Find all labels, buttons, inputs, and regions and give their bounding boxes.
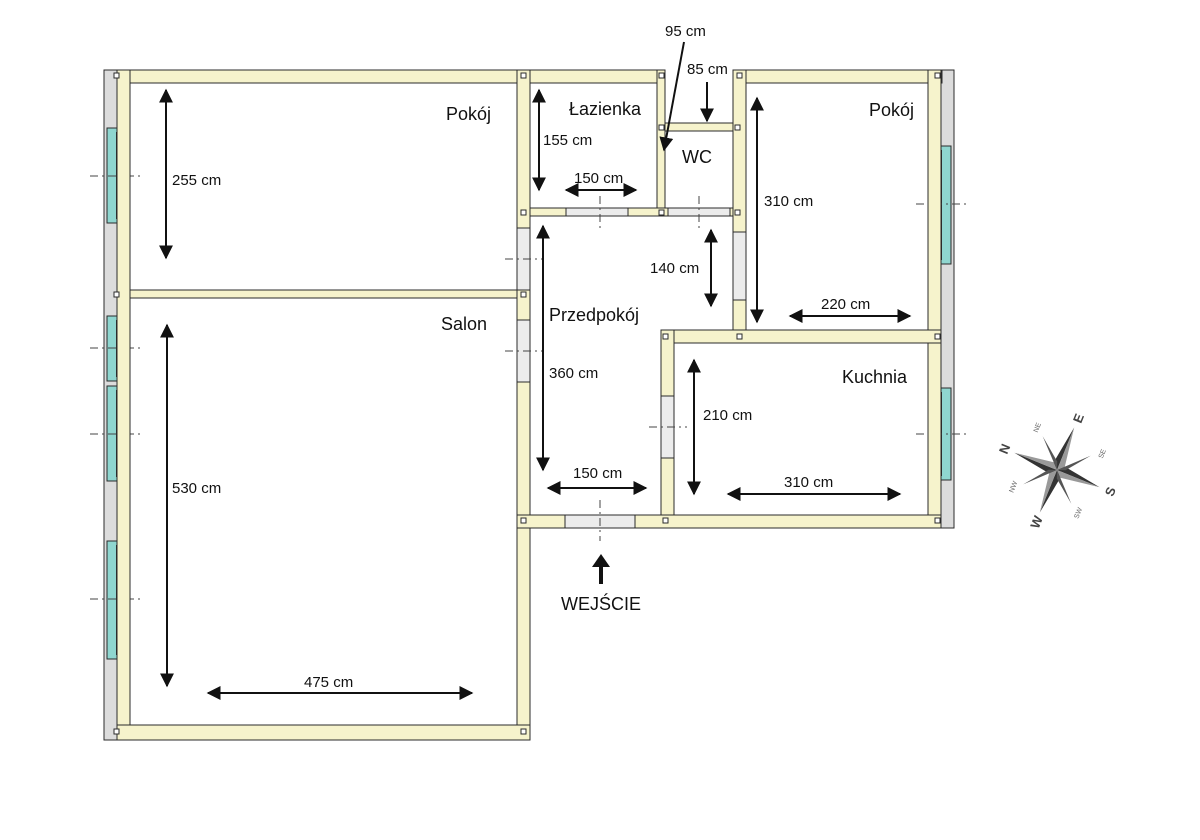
dim-kuchnia-height: 210 cm <box>703 407 752 424</box>
door-axes <box>505 196 700 541</box>
entrance-arrow-icon <box>592 554 610 584</box>
dim-wc-callout-b: 85 cm <box>687 61 728 78</box>
dim-lazienka-height: 155 cm <box>543 132 592 149</box>
room-label-salon: Salon <box>441 314 487 334</box>
dim-wc-callout-a: 95 cm <box>665 23 706 40</box>
walls <box>116 69 943 741</box>
compass-sw: SW <box>1073 506 1084 519</box>
dim-pokoj-left-height: 255 cm <box>172 172 221 189</box>
dim-salon-width: 475 cm <box>304 674 353 691</box>
windows-left <box>90 127 142 660</box>
dim-lazienka-width: 150 cm <box>574 170 623 187</box>
entrance-label: WEJŚCIE <box>561 593 641 614</box>
room-label-przedpokoj: Przedpokój <box>549 305 639 325</box>
dim-przedpokoj-upper: 140 cm <box>650 260 699 277</box>
dim-przedpokoj-height: 360 cm <box>549 365 598 382</box>
compass-e: E <box>1070 411 1087 425</box>
compass-n: N <box>996 442 1013 456</box>
dim-salon-height: 530 cm <box>172 480 221 497</box>
room-label-wc: WC <box>682 147 712 167</box>
compass-rose-icon: N S E W NE NW SE SW <box>996 411 1119 531</box>
compass-ne: NE <box>1033 422 1043 434</box>
room-label-lazienka: Łazienka <box>569 99 642 119</box>
compass-se: SE <box>1098 448 1108 460</box>
corner-markers <box>113 72 941 735</box>
dim-przedpokoj-width: 150 cm <box>573 465 622 482</box>
room-label-kuchnia: Kuchnia <box>842 367 908 387</box>
dim-kuchnia-width: 310 cm <box>784 474 833 491</box>
compass-s: S <box>1102 484 1119 498</box>
compass-nw: NW <box>1009 480 1020 494</box>
room-label-pokoj-right: Pokój <box>869 100 914 120</box>
dimension-lines <box>159 41 912 700</box>
compass-w: W <box>1027 513 1046 531</box>
room-label-pokoj-left: Pokój <box>446 104 491 124</box>
dim-pokoj-right-width: 220 cm <box>821 296 870 313</box>
dim-pokoj-right-height: 310 cm <box>764 193 813 210</box>
